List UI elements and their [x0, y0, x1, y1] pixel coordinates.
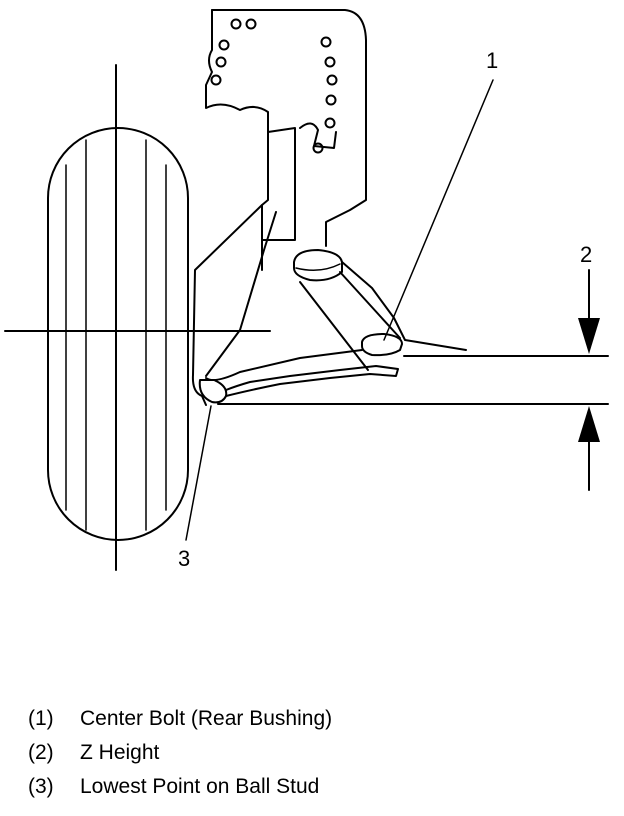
coil-turn	[326, 74, 338, 86]
legend-item: (1) Center Bolt (Rear Bushing)	[28, 702, 332, 736]
knuckle-body	[191, 204, 263, 406]
frame-left-edge	[205, 9, 269, 133]
control-arm-body	[205, 349, 363, 381]
legend-text: Center Bolt (Rear Bushing)	[80, 707, 333, 730]
upper-bushing-edge	[295, 263, 341, 271]
lower-arrow-head	[578, 406, 600, 442]
legend: (1) Center Bolt (Rear Bushing) (2) Z Heigh…	[28, 702, 332, 804]
leader-line-1	[383, 79, 494, 341]
coil-turn	[215, 56, 227, 68]
body-contour	[341, 261, 467, 351]
legend-text: Z Height	[80, 741, 160, 764]
wheel	[4, 64, 271, 571]
coil-spring	[210, 18, 338, 154]
coil-turn	[312, 142, 324, 154]
callout-3: 3	[178, 546, 190, 571]
callout-2: 2	[580, 242, 592, 267]
legend-text: Lowest Point on Ball Stud	[80, 775, 320, 798]
legend-item: (3) Lowest Point on Ball Stud	[28, 770, 332, 804]
frame-right-edge	[211, 9, 367, 247]
knuckle-body-inner	[205, 211, 277, 377]
coil-turn	[324, 56, 336, 68]
callout-1: 1	[486, 48, 498, 73]
z-height-measurement	[217, 269, 609, 491]
legend-number: (3)	[28, 775, 54, 798]
upper-arrow-head	[578, 318, 600, 354]
legend-item: (2) Z Height	[28, 736, 332, 770]
ball-stud	[198, 379, 228, 404]
suspension-diagram: 1 2 3	[4, 9, 609, 571]
coil-turn	[324, 117, 336, 129]
tire-outline	[47, 127, 189, 541]
frame-inner-edge	[299, 122, 337, 149]
coil-turn	[218, 39, 230, 51]
coil-turn	[230, 18, 242, 30]
leader-line-3	[185, 405, 212, 541]
coil-turn	[325, 94, 337, 106]
coil-turn	[320, 36, 332, 48]
rear-bushing	[361, 333, 403, 357]
upper-bushing	[293, 249, 343, 282]
legend-number: (2)	[28, 741, 54, 764]
legend-number: (1)	[28, 707, 54, 730]
strut-tower	[261, 127, 296, 241]
control-arm-body	[225, 365, 399, 397]
rear-link	[293, 249, 467, 371]
link-arm	[299, 281, 369, 371]
coil-turn	[210, 74, 222, 86]
link-arm	[339, 271, 401, 339]
frame-structure	[191, 9, 367, 406]
lower-control-arm	[198, 333, 403, 404]
coil-turn	[245, 18, 257, 30]
